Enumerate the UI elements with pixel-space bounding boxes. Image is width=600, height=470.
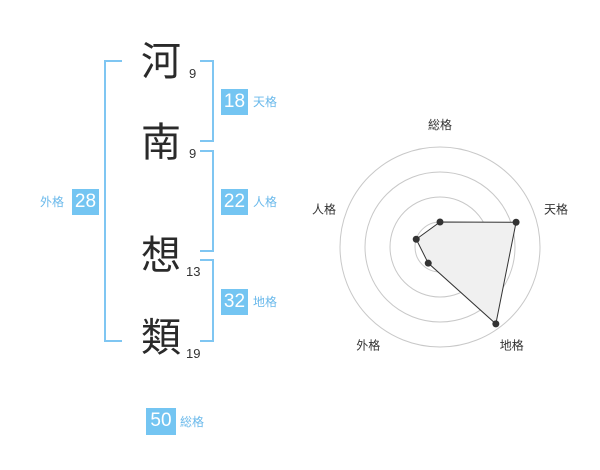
radar-point-2 <box>492 320 500 328</box>
radar-axis-label-0: 総格 <box>428 117 452 132</box>
radar-ring <box>339 146 541 348</box>
name-char-3: 想 <box>141 233 181 279</box>
radar-axis-label-4: 人格 <box>312 201 336 216</box>
stroke-count-2: 9 <box>189 146 197 161</box>
stroke-count-1: 9 <box>189 66 197 81</box>
gaikaku-bracket <box>104 60 122 342</box>
name-char-1: 河 <box>141 39 181 85</box>
radar-point-3 <box>424 259 432 267</box>
jinkaku-label: 人格 <box>253 195 278 209</box>
stroke-count-4: 19 <box>186 346 201 361</box>
radar-axis-label-3: 外格 <box>356 338 380 353</box>
tenkaku-badge: 18 <box>221 89 248 115</box>
radar-point-4 <box>412 235 420 243</box>
jinkaku-bracket <box>200 150 214 252</box>
soukaku-badge: 50 <box>146 408 176 435</box>
stroke-count-3: 13 <box>186 264 201 279</box>
chikaku-label: 地格 <box>253 295 278 309</box>
tenkaku-bracket <box>200 60 214 142</box>
soukaku-label: 総格 <box>180 415 205 429</box>
radar-ring <box>364 171 516 323</box>
name-char-2: 南 <box>141 120 181 166</box>
gaikaku-label: 外格 <box>40 195 65 209</box>
jinkaku-badge: 22 <box>221 189 248 215</box>
radar-point-0 <box>436 218 444 226</box>
radar-axis-label-2: 地格 <box>500 338 524 353</box>
name-char-4: 類 <box>141 315 181 361</box>
radar-area <box>415 221 517 325</box>
tenkaku-label: 天格 <box>253 95 278 109</box>
radar-axis-label-1: 天格 <box>544 201 568 216</box>
radar-point-1 <box>512 218 520 226</box>
chikaku-bracket <box>200 259 214 342</box>
chikaku-badge: 32 <box>221 289 248 315</box>
gaikaku-badge: 28 <box>72 189 99 215</box>
